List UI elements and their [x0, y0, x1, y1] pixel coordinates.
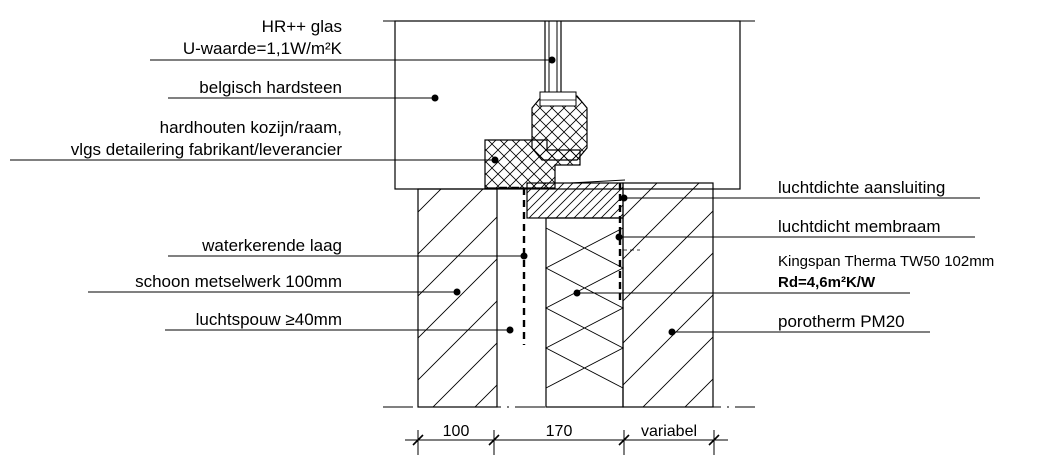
leaders [10, 59, 980, 333]
label-insulation-line2: Rd=4,6m²K/W [778, 274, 876, 291]
dimension-brick: 100 [443, 423, 470, 440]
label-insulation-line1: Kingspan Therma TW50 102mm [778, 253, 994, 270]
insulation-block [545, 217, 624, 408]
glass-pane [544, 21, 562, 92]
label-porotherm: porotherm PM20 [778, 312, 905, 331]
label-frame-line1: hardhouten kozijn/raam, [160, 118, 342, 137]
label-stone: belgisch hardsteen [199, 78, 342, 97]
label-airtight-joint: luchtdichte aansluiting [778, 178, 945, 197]
water-barrier-line [500, 186, 526, 345]
label-cavity: luchtspouw ≥40mm [196, 310, 342, 329]
dimension-porotherm: variabel [641, 423, 697, 440]
label-airtight-membrane: luchtdicht membraam [778, 217, 941, 236]
label-frame-line2: vlgs detailering fabrikant/leverancier [71, 140, 343, 159]
label-water: waterkerende laag [201, 236, 342, 255]
brick-leaf [417, 188, 498, 408]
dimension-line [405, 430, 728, 455]
dimension-insulation: 170 [546, 423, 573, 440]
label-glass-line2: U-waarde=1,1W/m²K [183, 39, 343, 58]
porotherm-leaf [622, 182, 714, 408]
leader-dots [431, 56, 676, 336]
label-brick: schoon metselwerk 100mm [135, 272, 342, 291]
label-glass-line1: HR++ glas [262, 17, 342, 36]
